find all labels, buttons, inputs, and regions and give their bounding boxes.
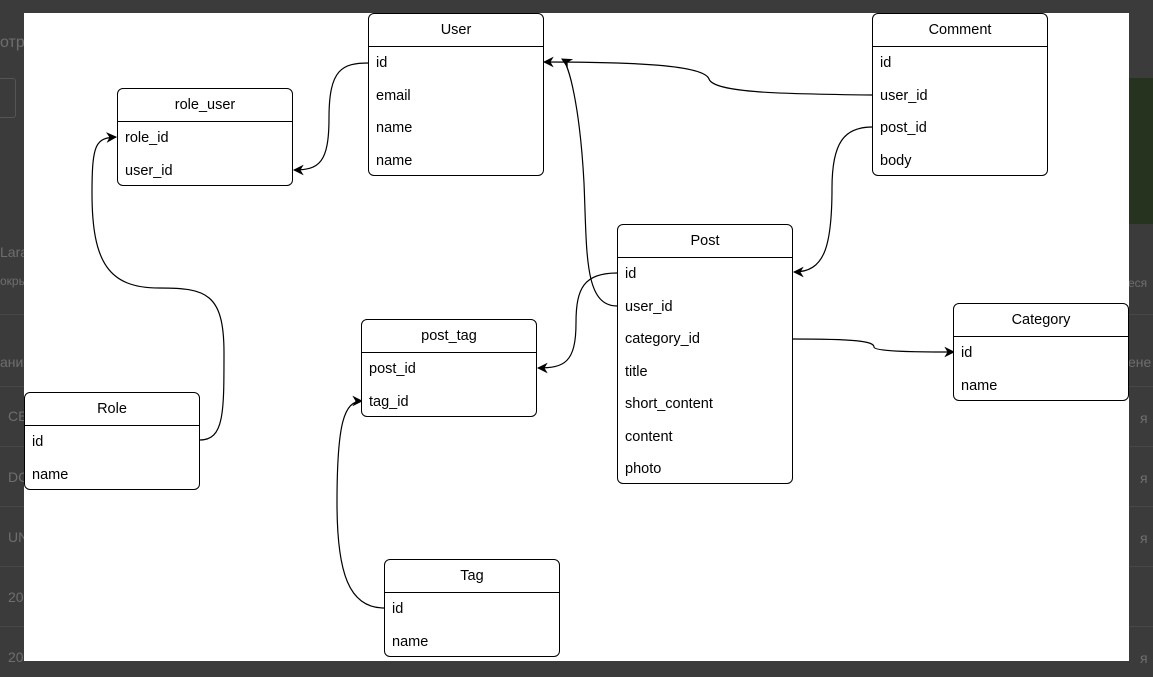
field[interactable]: short_content [625,396,713,412]
diagram-canvas[interactable]: User id email name name Comment id user_… [24,13,1129,661]
relation-post-category [791,338,956,358]
relation-comment-user [542,56,873,96]
entity-post-tag[interactable]: post_tag post_id tag_id [361,319,537,417]
entity-title: Category [954,304,1128,337]
field[interactable]: category_id [625,331,700,347]
bg-text-fragment: я [1140,410,1148,426]
bg-button-fragment [0,78,16,118]
entity-post[interactable]: Post id user_id category_id title short_… [617,224,793,484]
entity-user[interactable]: User id email name name [368,13,544,176]
bg-text-fragment: я [1140,530,1148,546]
entity-role-user[interactable]: role_user role_id user_id [117,88,293,186]
field[interactable]: post_id [880,120,927,136]
entity-tag[interactable]: Tag id name [384,559,560,657]
field[interactable]: tag_id [369,393,409,410]
field[interactable]: role_id [125,130,169,146]
field[interactable]: user_id [625,298,673,315]
field[interactable]: id [32,434,44,450]
bg-text-fragment: 20 [8,649,24,665]
field[interactable]: post_id [369,361,416,377]
field[interactable]: id [880,55,892,71]
field[interactable]: title [625,363,648,380]
entity-role[interactable]: Role id name [24,392,200,490]
field[interactable]: id [392,601,404,617]
field[interactable]: id [625,266,637,282]
field[interactable]: name [392,633,429,650]
field[interactable]: name [32,466,69,483]
field[interactable]: name [376,152,413,169]
entity-title: Role [25,393,199,426]
entity-title: Comment [873,14,1047,47]
bg-text-fragment: ене [1128,354,1152,370]
entity-category[interactable]: Category id name [953,303,1129,401]
field[interactable]: name [961,377,998,394]
relation-post-user [561,58,618,307]
field[interactable]: user_id [880,87,928,104]
field[interactable]: user_id [125,162,173,179]
field[interactable]: body [880,152,912,169]
bg-text-fragment: еся [1128,276,1148,290]
field[interactable]: photo [625,461,662,477]
entity-title: post_tag [362,320,536,353]
field[interactable]: name [376,120,413,136]
bg-text-fragment: окры [0,274,28,288]
bg-text-fragment: я [1140,470,1148,486]
bg-text-fragment: 20 [8,589,24,605]
relation-user-role_user [292,62,370,176]
field[interactable]: id [376,55,388,71]
bg-text-fragment: я [1140,650,1148,666]
entity-title: Tag [385,560,559,593]
field[interactable]: email [376,87,411,104]
bg-text-fragment: UN [8,529,29,545]
entity-title: role_user [118,89,292,122]
entity-comment[interactable]: Comment id user_id post_id body [872,13,1048,176]
field[interactable]: content [625,428,673,445]
bg-text-fragment: CE [8,408,28,424]
entity-title: User [369,14,543,47]
bg-text-fragment: DC [8,469,29,485]
field[interactable]: id [961,345,973,361]
relation-tag-post_tag [336,395,385,609]
relation-post-post_tag [536,272,618,374]
relation-comment-post [792,126,873,278]
bg-text-fragment: ани [0,354,24,370]
bg-photo-fragment [1129,78,1153,224]
entity-title: Post [618,225,792,258]
bg-text-fragment: Lara [0,244,29,260]
